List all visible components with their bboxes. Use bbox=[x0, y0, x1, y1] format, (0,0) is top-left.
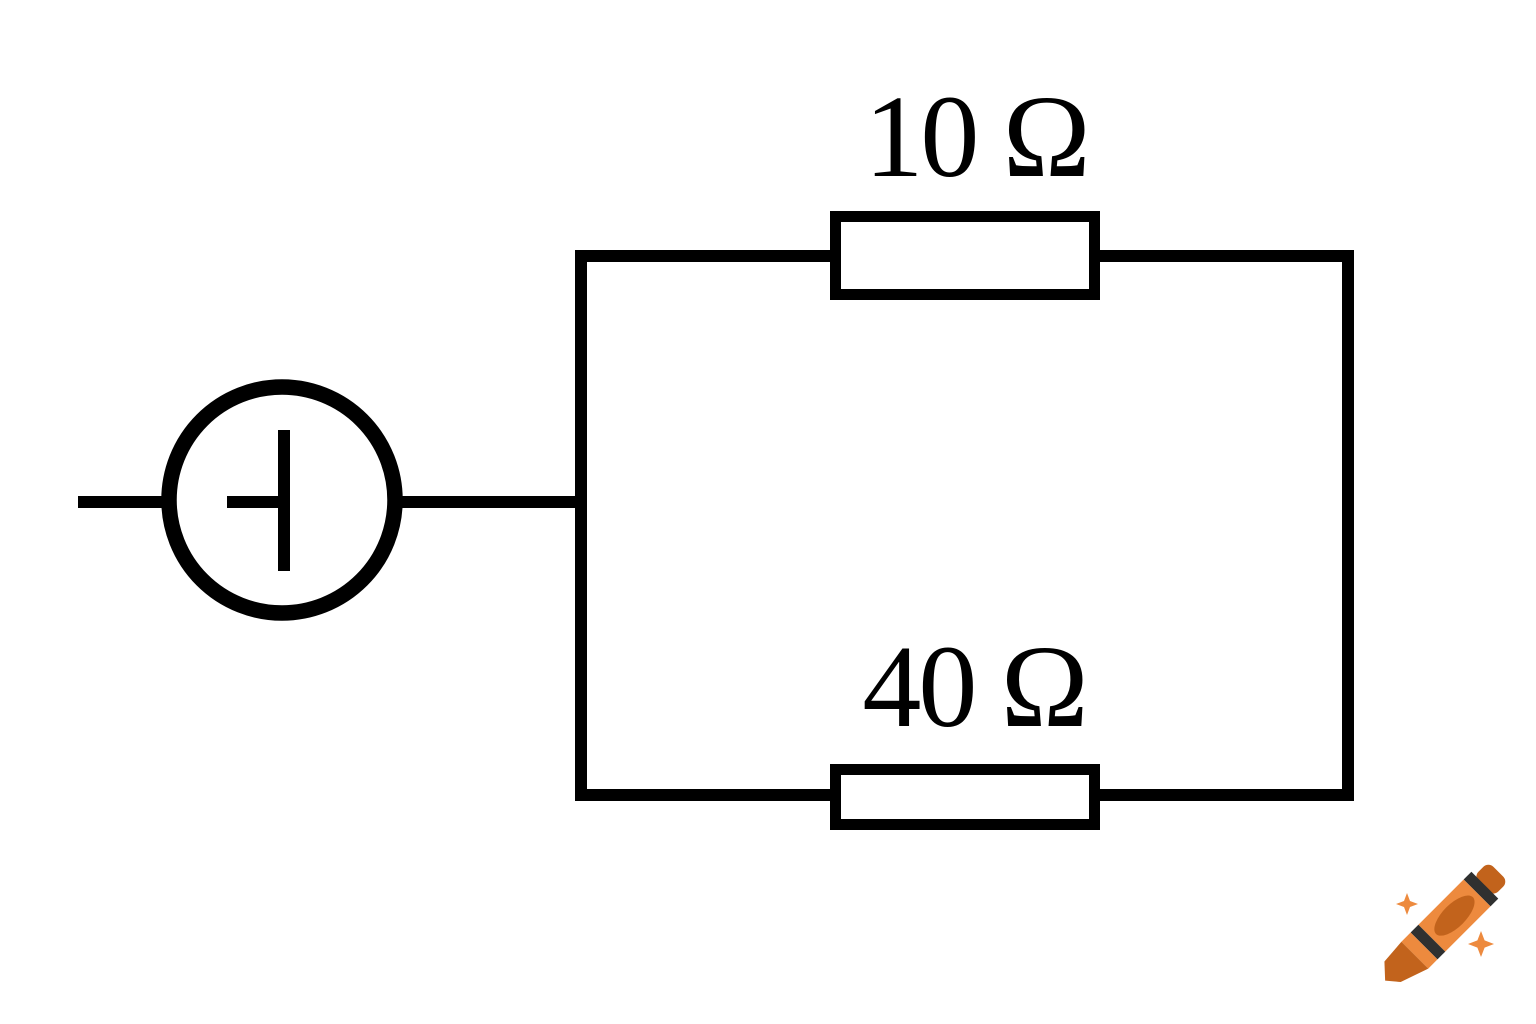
crayon-watermark bbox=[1384, 864, 1506, 983]
voltage-source bbox=[78, 379, 581, 621]
resistor-top-label: 10 Ω bbox=[864, 71, 1087, 202]
sparkle-icon bbox=[1468, 931, 1494, 957]
crayon-body-lower bbox=[1401, 932, 1438, 969]
resistor-bottom-label: 40 Ω bbox=[862, 621, 1085, 752]
crayon-stripe-top bbox=[1463, 871, 1499, 907]
resistor-top: 10 Ω bbox=[830, 71, 1100, 300]
voltage-source-circle bbox=[161, 379, 403, 621]
resistor-bottom: 40 Ω bbox=[830, 621, 1100, 830]
crayon-icon bbox=[1384, 864, 1506, 983]
crayon-tip bbox=[1384, 941, 1429, 983]
crayon-label-oval bbox=[1434, 895, 1475, 936]
resistor-top-body bbox=[830, 211, 1100, 300]
parallel-loop bbox=[575, 250, 1354, 801]
resistor-bottom-body bbox=[830, 764, 1100, 830]
crayon-stripe-bottom bbox=[1410, 924, 1446, 960]
sparkle-icon bbox=[1396, 893, 1418, 915]
